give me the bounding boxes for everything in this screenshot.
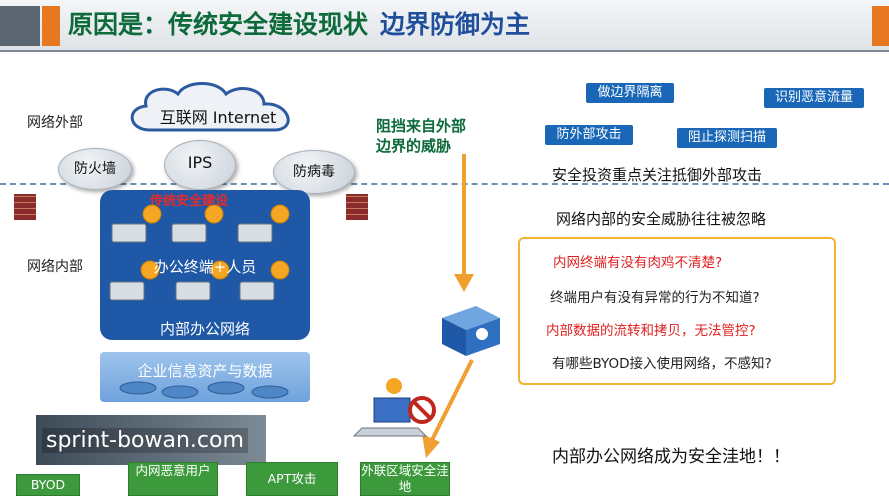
external-zone-button[interactable]: 外联区域安全洼地 [360,462,450,496]
page-title: 原因是：传统安全建设现状边界防御为主 [68,8,530,42]
brick-wall-icon-left [14,194,36,220]
firewall-label: 防火墙 [74,161,116,177]
database-icon [119,381,289,399]
insider-label: 内网恶意用户 [135,463,211,478]
ips-label: IPS [187,153,213,172]
boundary-line [0,183,889,185]
conclusion-text: 内部办公网络成为安全洼地！！ [552,447,790,467]
office-network-label: 内部办公网络 [159,320,250,338]
apt-label: APT攻击 [267,471,317,486]
server-appliance-icon [442,306,500,356]
flow-arrows [422,154,474,458]
external-zone-label: 外联区域安全洼地 [361,463,449,494]
external-attack-button[interactable]: 防外部攻击 [545,125,633,145]
ips-node: IPS [164,140,236,190]
antivirus-node: 防病毒 [273,150,355,194]
info-assets-label: 企业信息资产与数据 [137,362,273,380]
block-threat-title: 阻挡来自外部 边界的威胁 [376,116,466,156]
internet-label: 互联网 Internet [159,108,277,127]
malicious-traffic-button[interactable]: 识别恶意流量 [764,88,864,108]
firewall-node: 防火墙 [58,148,132,190]
office-users-icon [109,204,290,301]
question-1: 内网终端有没有肉鸡不清楚? [553,255,723,271]
question-box [518,237,836,385]
bottom-photo-strip [36,415,266,465]
block-threat-line2: 边界的威胁 [376,137,452,155]
brick-wall-icon-right [346,194,368,220]
scan-block-button[interactable]: 阻止探测扫描 [677,128,777,148]
question-2: 终端用户有没有异常的行为不知道? [550,290,760,306]
apt-button[interactable]: APT攻击 [246,462,338,496]
terminals-label: 办公终端+人员 [153,258,257,276]
traditional-security-overlay: 传统安全建设 [150,194,229,209]
external-attack-label: 防外部攻击 [556,127,622,142]
block-threat-line1: 阻挡来自外部 [376,117,467,135]
title-main: 原因是：传统安全建设现状 [68,10,369,39]
header-accent-square [42,6,60,46]
title-sub: 边界防御为主 [380,10,531,39]
isolation-label: 做边界隔离 [597,85,663,100]
internal-threat-text: 网络内部的安全威胁往往被忽略 [556,210,767,228]
isolation-button[interactable]: 做边界隔离 [586,83,674,103]
byod-label: BYOD [30,477,66,492]
inside-label: 网络内部 [27,259,83,275]
internet-cloud-icon [130,82,290,132]
question-3: 内部数据的流转和拷贝，无法管控? [546,323,756,339]
header-decor-square [0,6,40,46]
outside-label: 网络外部 [27,115,83,131]
malicious-traffic-label: 识别恶意流量 [774,90,853,105]
antivirus-label: 防病毒 [293,164,335,180]
header-bar [0,0,889,52]
investment-focus-text: 安全投资重点关注抵御外部攻击 [552,166,763,184]
question-4: 有哪些BYOD接入使用网络，不感知? [552,356,772,372]
scan-block-label: 阻止探测扫描 [687,130,766,145]
byod-button[interactable]: BYOD [16,474,80,496]
header-accent-square-right [872,6,889,46]
insider-button[interactable]: 内网恶意用户 [128,462,218,496]
watermark: sprint-bowan.com [42,428,248,453]
laptop-threat-icon [352,378,436,437]
